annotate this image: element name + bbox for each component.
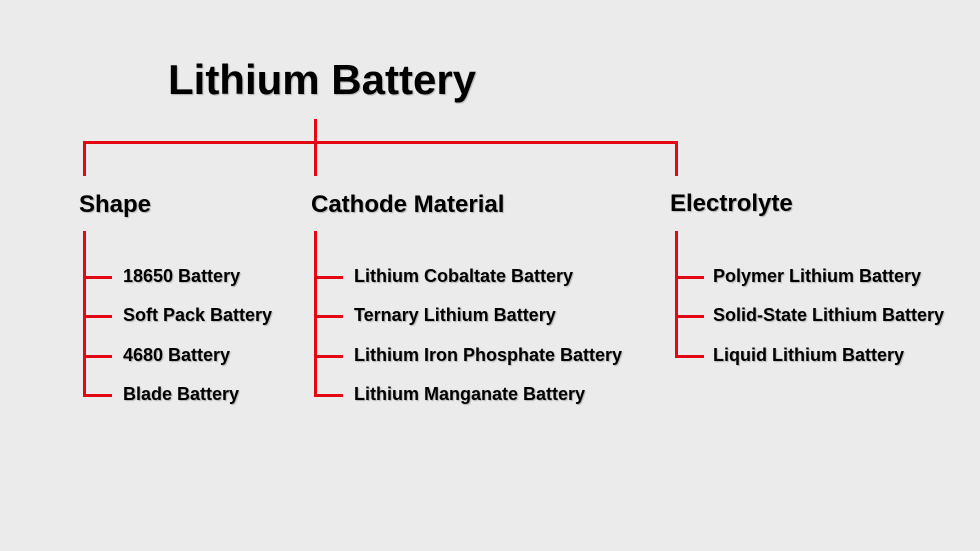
connector-shape-drop <box>83 141 86 176</box>
branch-tick <box>314 355 343 358</box>
diagram-title: Lithium Battery <box>168 56 477 103</box>
branch-tick <box>675 355 704 358</box>
branch-cathode-line <box>314 231 317 397</box>
category-electrolyte: Electrolyte <box>670 190 793 217</box>
battery-type-item: Lithium Cobaltate Battery <box>354 266 574 286</box>
branch-tick <box>83 315 112 318</box>
connector-root-stem <box>314 119 317 176</box>
battery-type-item: Liquid Lithium Battery <box>713 345 904 365</box>
battery-type-item: Blade Battery <box>123 384 240 404</box>
branch-tick <box>314 315 343 318</box>
battery-type-item: 18650 Battery <box>123 266 241 286</box>
branch-tick <box>314 394 343 397</box>
battery-type-item: Ternary Lithium Battery <box>354 305 556 325</box>
category-shape: Shape <box>79 191 152 218</box>
battery-type-item: Solid-State Lithium Battery <box>713 305 945 325</box>
battery-type-item: Lithium Iron Phosphate Battery <box>354 345 623 365</box>
battery-type-item: 4680 Battery <box>123 345 231 365</box>
branch-shape-line <box>83 231 86 397</box>
connector-horizontal-bar <box>83 141 678 144</box>
branch-electrolyte-line <box>675 231 678 358</box>
branch-tick <box>675 276 704 279</box>
category-cathode-material: Cathode Material <box>311 191 505 218</box>
branch-tick <box>83 394 112 397</box>
connector-electrolyte-drop <box>675 141 678 176</box>
battery-type-item: Lithium Manganate Battery <box>354 384 586 404</box>
branch-tick <box>675 315 704 318</box>
battery-type-item: Soft Pack Battery <box>123 305 273 325</box>
branch-tick <box>83 355 112 358</box>
battery-type-item: Polymer Lithium Battery <box>713 266 922 286</box>
branch-tick <box>83 276 112 279</box>
branch-tick <box>314 276 343 279</box>
